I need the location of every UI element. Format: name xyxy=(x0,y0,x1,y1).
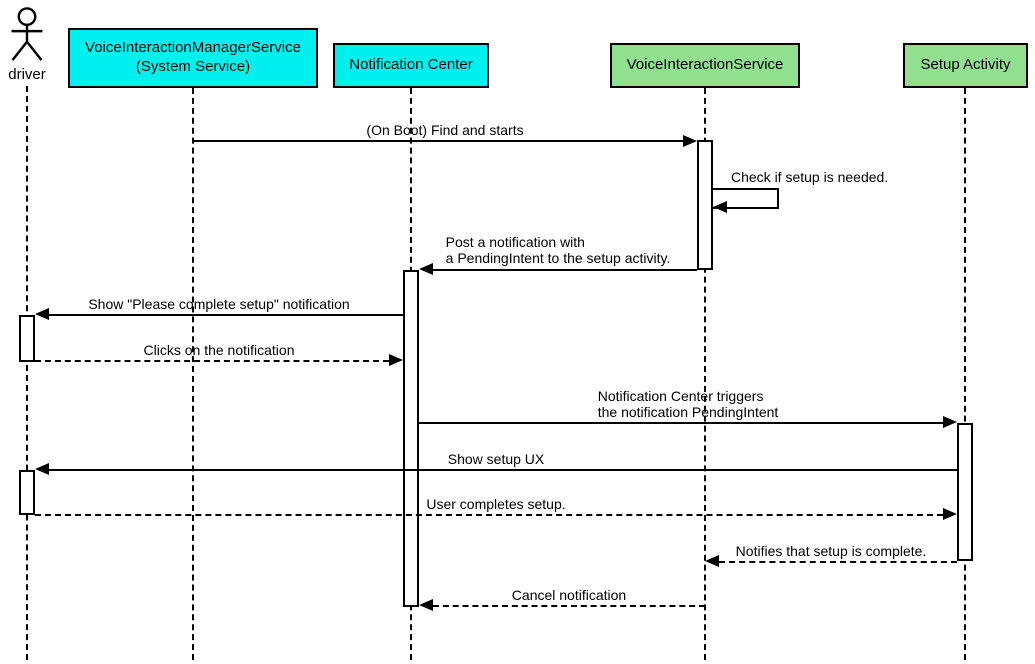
participant-box-voiceinteractionservice: VoiceInteractionService xyxy=(610,43,800,88)
message-label-show-setup-ux: Show setup UX xyxy=(447,451,545,467)
arrowhead-check-if-setup-needed xyxy=(713,201,727,213)
message-label-check-if-setup-needed: Check if setup is needed. xyxy=(731,169,889,185)
message-line-triggers-pendingintent xyxy=(419,422,943,424)
lifeline-voiceinteractionservice xyxy=(704,88,706,660)
activation-setup-activity xyxy=(957,423,973,561)
arrowhead-on-boot-find-and-starts xyxy=(683,135,697,147)
participant-vims-sublabel: (System Service) xyxy=(135,58,251,75)
message-label-post-notification: Post a notification with a PendingIntent… xyxy=(446,234,671,266)
message-line-user-completes-setup xyxy=(35,514,943,516)
message-label-triggers-pendingintent: Notification Center triggers the notific… xyxy=(598,388,779,420)
participant-box-setup-activity: Setup Activity xyxy=(903,43,1028,88)
activation-driver-2 xyxy=(19,470,35,515)
message-line-cancel-notification xyxy=(433,605,705,607)
message-line-show-setup-notification xyxy=(49,314,403,316)
arrowhead-clicks-notification xyxy=(389,354,403,366)
arrowhead-triggers-pendingintent xyxy=(943,416,957,428)
message-label-user-completes-setup: User completes setup. xyxy=(426,496,566,512)
message-label-post-notification-line1: Post a notification with xyxy=(445,234,585,250)
participant-vims-label: VoiceInteractionManagerService xyxy=(85,39,301,57)
participant-box-notification-center: Notification Center xyxy=(333,43,489,88)
arrowhead-post-notification xyxy=(419,263,433,275)
participant-box-voiceinteractionmanagerservice: VoiceInteractionManagerService (System S… xyxy=(68,28,318,88)
message-label-show-setup-notification: Show "Please complete setup" notificatio… xyxy=(88,296,350,312)
message-label-post-notification-line2: a PendingIntent to the setup activity. xyxy=(445,250,671,266)
message-label-triggers-pendingintent-line2: the notification PendingIntent xyxy=(597,404,779,420)
arrowhead-show-setup-notification xyxy=(35,308,49,320)
message-self-loop-check-if-setup-needed xyxy=(713,188,779,209)
message-label-triggers-pendingintent-line1: Notification Center triggers xyxy=(597,388,764,404)
participant-driver-label: driver xyxy=(8,66,46,83)
message-line-notifies-setup-complete xyxy=(719,561,957,563)
lifeline-driver xyxy=(26,86,28,660)
activation-notification-center xyxy=(403,270,419,607)
arrowhead-notifies-setup-complete xyxy=(705,555,719,567)
message-label-notifies-setup-complete: Notifies that setup is complete. xyxy=(735,543,927,559)
arrowhead-show-setup-ux xyxy=(35,463,49,475)
activation-voiceinteractionservice xyxy=(697,140,713,270)
arrowhead-user-completes-setup xyxy=(943,508,957,520)
message-line-post-notification xyxy=(433,269,697,271)
actor-stick-figure-icon xyxy=(11,7,43,61)
participant-voiceinteractionservice-label: VoiceInteractionService xyxy=(626,56,784,74)
message-label-clicks-notification: Clicks on the notification xyxy=(143,342,295,358)
arrowhead-cancel-notification xyxy=(419,599,433,611)
activation-driver-1 xyxy=(19,315,35,362)
message-line-clicks-notification xyxy=(35,360,389,362)
participant-notification-center-label: Notification Center xyxy=(349,56,473,74)
lifeline-setup-activity xyxy=(964,88,966,660)
message-line-show-setup-ux xyxy=(49,469,957,471)
message-label-on-boot-find-and-starts: (On Boot) Find and starts xyxy=(366,122,524,138)
lifeline-vims xyxy=(192,88,194,660)
message-label-cancel-notification: Cancel notification xyxy=(511,587,627,603)
participant-setup-activity-label: Setup Activity xyxy=(920,56,1011,74)
message-line-on-boot-find-and-starts xyxy=(193,140,683,142)
